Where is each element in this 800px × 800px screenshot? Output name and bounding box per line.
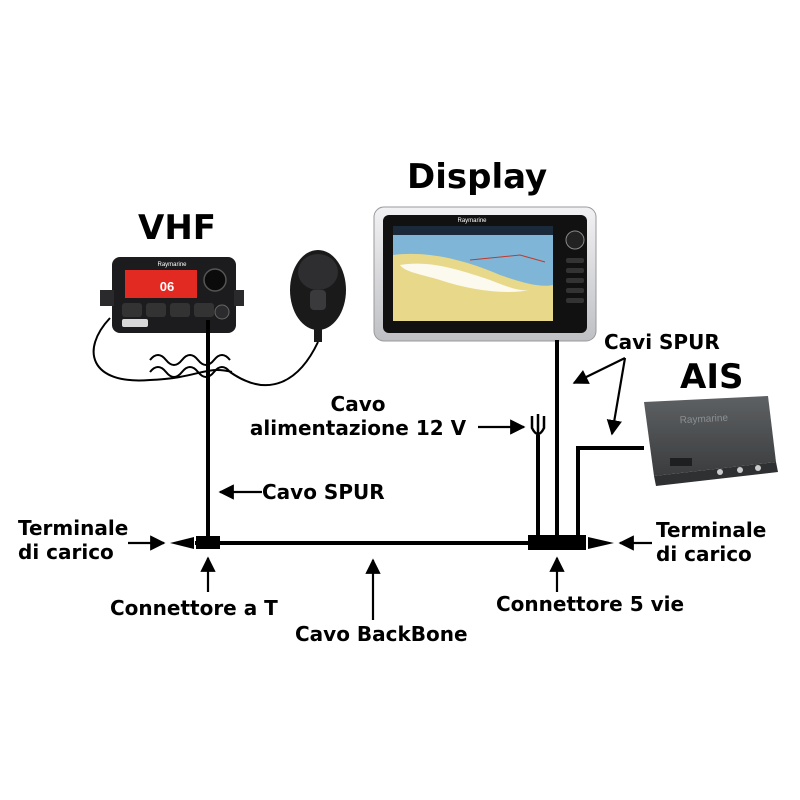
- label-cavi-spur: Cavi SPUR: [604, 330, 720, 354]
- label-terminale-right-line2: di carico: [656, 542, 752, 566]
- vhf-handset: [290, 250, 346, 342]
- cables: [195, 320, 644, 545]
- vhf-channel: 06: [160, 279, 174, 294]
- label-terminale-left: Terminale di carico: [18, 516, 128, 564]
- label-connettore-5: Connettore 5 vie: [496, 592, 685, 616]
- label-terminale-left-line1: Terminale: [18, 516, 129, 540]
- label-terminale-left-line2: di carico: [18, 540, 114, 564]
- label-terminale-right-line1: Terminale: [656, 518, 767, 542]
- label-cavo-alimentazione: Cavo alimentazione 12 V: [240, 392, 476, 440]
- label-terminale-right: Terminale di carico: [656, 518, 766, 566]
- vhf-radio: Raymarine 06: [100, 257, 244, 333]
- ais-spur-cable: [576, 446, 644, 535]
- label-backbone: Cavo BackBone: [295, 622, 468, 646]
- connectors: [170, 535, 614, 550]
- display-unit: Raymarine: [373, 206, 597, 342]
- vhf-screen: [125, 270, 197, 298]
- ais-unit: Raymarine: [644, 396, 778, 486]
- five-way-connector: [528, 535, 586, 550]
- display-rotary-knob: [565, 230, 585, 250]
- left-terminator: [170, 537, 194, 549]
- vhf-title: VHF: [138, 208, 216, 248]
- annotation-arrows: [128, 357, 652, 620]
- vhf-knob: [203, 268, 227, 292]
- label-cavo-spur: Cavo SPUR: [262, 480, 385, 504]
- t-connector: [196, 536, 220, 549]
- display-title: Display: [407, 157, 548, 197]
- label-cavo-line1: Cavo: [330, 392, 386, 416]
- arrow-cavi-spur-ais: [606, 357, 627, 436]
- right-terminator: [588, 537, 614, 549]
- vhf-brand: Raymarine: [157, 262, 187, 268]
- arrow-cavi-spur-display: [572, 357, 626, 384]
- ais-brand: Raymarine: [679, 413, 728, 427]
- label-cavo-line2: alimentazione 12 V: [249, 416, 467, 440]
- display-brand: Raymarine: [457, 218, 487, 224]
- ais-title: AIS: [680, 357, 744, 397]
- label-connettore-t: Connettore a T: [110, 596, 278, 620]
